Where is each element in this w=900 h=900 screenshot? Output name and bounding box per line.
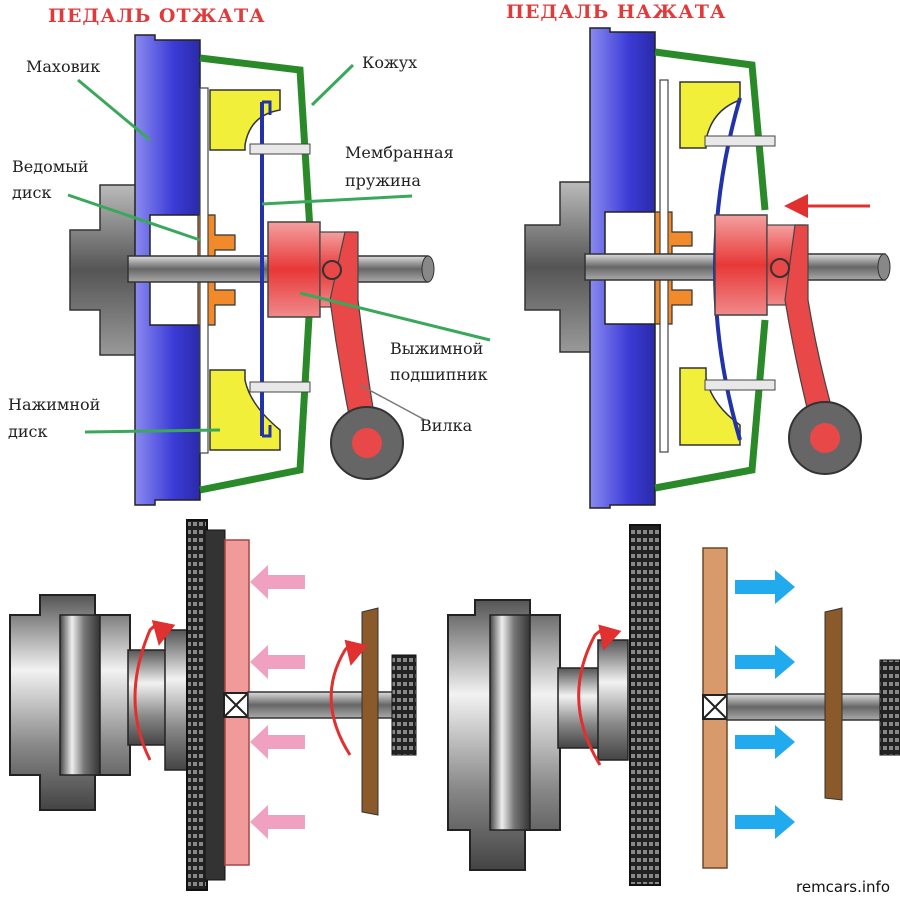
driven-plate-brown-left bbox=[361, 607, 379, 816]
pressure-plate-top bbox=[209, 89, 281, 151]
crank-collar-left bbox=[164, 629, 191, 771]
label-bearing-line1: Выжимной bbox=[390, 339, 483, 358]
flywheel-body-lower-left bbox=[204, 529, 226, 881]
label-casing: Кожух bbox=[362, 53, 417, 72]
label-fork: Вилка bbox=[420, 416, 473, 435]
driven-plate-brown-right bbox=[824, 607, 843, 801]
label-pressure-disc-line1: Нажимной bbox=[8, 395, 100, 414]
clutch-assembly-released bbox=[69, 34, 435, 506]
blue-arrows bbox=[735, 570, 795, 839]
bolt-top bbox=[249, 143, 311, 155]
fork-pivot-right bbox=[770, 258, 790, 278]
label-spring-line1: Мембранная bbox=[345, 143, 454, 162]
fork-ball-center-right bbox=[810, 423, 840, 453]
bolt-top-right bbox=[704, 135, 776, 147]
release-bearing-right bbox=[714, 214, 768, 316]
shaft-end-right bbox=[877, 253, 891, 281]
splined-end-left bbox=[391, 654, 417, 756]
flywheel-ring-gear-right bbox=[629, 524, 661, 886]
gearbox-shaft-right bbox=[726, 693, 888, 721]
leader-lines bbox=[67, 63, 491, 434]
bearing-cross-right bbox=[702, 694, 728, 720]
label-flywheel: Маховик bbox=[26, 57, 100, 76]
fork-pivot bbox=[322, 260, 342, 280]
rotation-arrow-crank bbox=[133, 619, 176, 761]
title-pedal-released: ПЕДАЛЬ ОТЖАТА bbox=[48, 5, 266, 27]
crank-journal-right bbox=[489, 614, 531, 831]
spring-hook-top bbox=[262, 100, 272, 115]
rotation-arrow-crank-right bbox=[577, 624, 622, 766]
rotation-arrow-shaft bbox=[329, 639, 368, 756]
flywheel-ring-gear bbox=[186, 519, 208, 891]
splined-end-right bbox=[879, 659, 900, 756]
label-pressure-disc-line2: диск bbox=[8, 422, 47, 441]
title-pedal-pressed: ПЕДАЛЬ НАЖАТА bbox=[506, 1, 726, 23]
label-spring-line2: пружина bbox=[345, 171, 421, 190]
label-bearing-line2: подшипник bbox=[390, 365, 488, 384]
casing-right bbox=[654, 48, 769, 492]
leader-line-fork bbox=[359, 384, 426, 421]
casing bbox=[199, 54, 314, 494]
crank-diagram-disengaged bbox=[447, 524, 900, 886]
release-bearing bbox=[267, 221, 321, 318]
crank-collar-right bbox=[597, 639, 629, 761]
site-credit: remcars.info bbox=[796, 878, 890, 896]
bearing-cross-left bbox=[223, 692, 249, 718]
shaft-end bbox=[421, 255, 435, 283]
crank-journal-left bbox=[59, 614, 101, 776]
bolt-bottom bbox=[249, 381, 311, 393]
bolt-bottom-right bbox=[704, 379, 776, 391]
pink-arrows bbox=[250, 565, 305, 839]
clutch-assembly-pressed bbox=[524, 27, 891, 509]
label-driven-disc-line1: Ведомый bbox=[12, 157, 89, 176]
fork-ball-center bbox=[352, 428, 382, 458]
spring-hook-bottom bbox=[262, 425, 272, 438]
crank-diagram-engaged bbox=[9, 519, 417, 891]
label-driven-disc-line2: диск bbox=[12, 183, 51, 202]
